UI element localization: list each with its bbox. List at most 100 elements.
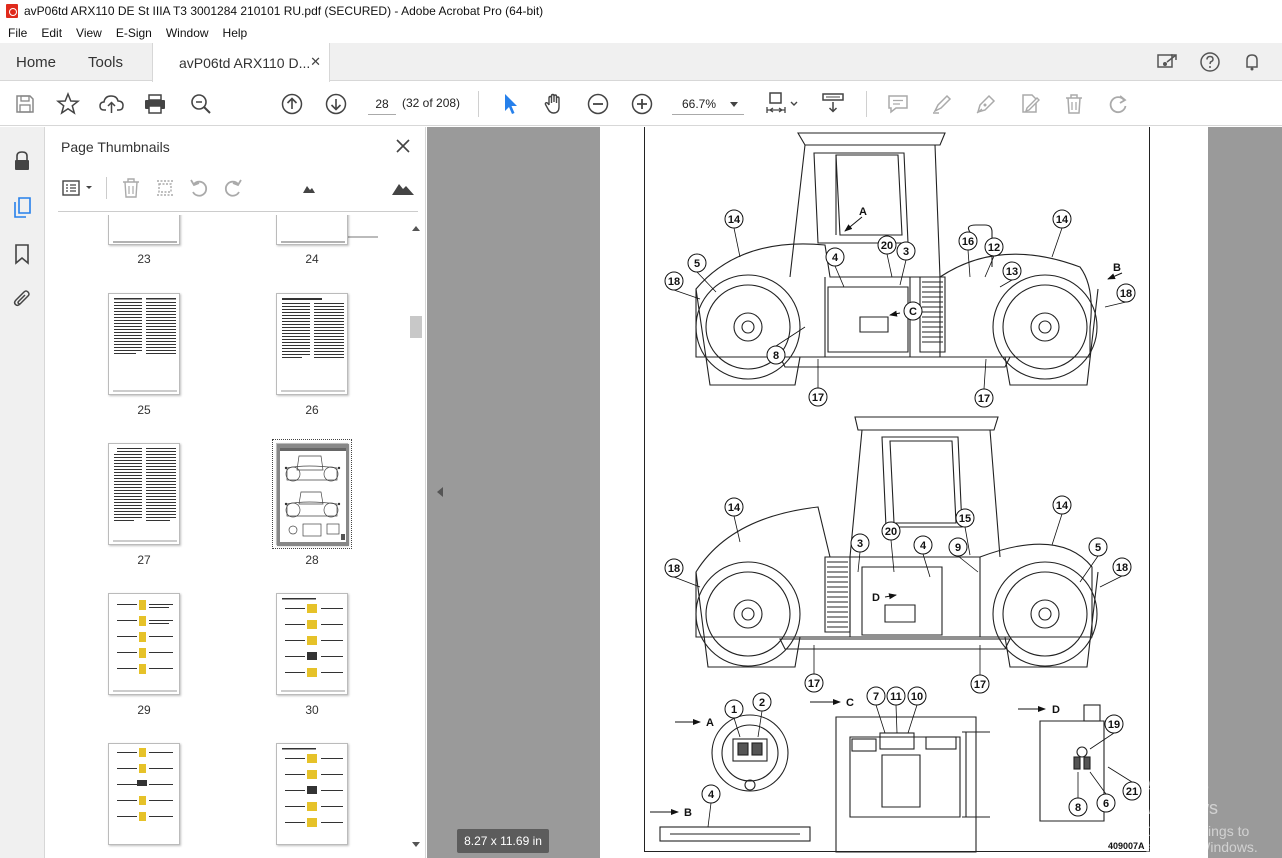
callout-label: 1 xyxy=(731,704,737,716)
callout-label: 10 xyxy=(911,691,923,703)
zoom-level-select[interactable]: 66.7% xyxy=(672,93,744,115)
collapse-panel-icon[interactable] xyxy=(437,487,443,497)
view-label: D xyxy=(1052,704,1060,716)
callout-label: 18 xyxy=(1116,562,1128,574)
window-titlebar: avP06td ARX110 DE St IIIA T3 3001284 210… xyxy=(0,0,1282,22)
thumbnail-scrollbar[interactable] xyxy=(408,218,424,858)
tab-close-icon[interactable]: ✕ xyxy=(310,54,321,69)
thumbnail-page[interactable] xyxy=(108,293,180,395)
menu-help[interactable]: Help xyxy=(222,25,248,40)
zoom-search-icon[interactable] xyxy=(188,91,214,117)
thumbnail-page[interactable] xyxy=(276,593,348,695)
share-screen-icon[interactable] xyxy=(1156,51,1180,73)
callout-label: D xyxy=(872,592,880,604)
callout-label: 6 xyxy=(1103,798,1109,810)
diagram-code: 409007A xyxy=(1108,841,1145,851)
acrobat-icon xyxy=(6,4,18,18)
scrollbar-thumb[interactable] xyxy=(410,316,422,338)
comment-icon[interactable] xyxy=(885,91,911,117)
bookmark-star-icon[interactable] xyxy=(55,91,81,117)
menu-esign[interactable]: E-Sign xyxy=(115,25,152,40)
navigation-rail xyxy=(0,127,45,858)
small-thumbnail-icon[interactable] xyxy=(296,175,322,201)
previous-page-icon[interactable] xyxy=(279,91,305,117)
panel-close-icon[interactable] xyxy=(394,137,412,155)
callout-label: 3 xyxy=(903,246,909,258)
scroll-up-icon[interactable] xyxy=(412,226,420,231)
tab-document[interactable]: avP06td ARX110 D... ✕ xyxy=(152,43,330,82)
thumbnail-page[interactable] xyxy=(108,443,180,545)
hand-tool-icon[interactable] xyxy=(541,91,567,117)
thumbnail-size-slider-track[interactable] xyxy=(338,236,378,238)
tab-tools[interactable]: Tools xyxy=(88,53,124,71)
attachments-icon[interactable] xyxy=(10,287,34,311)
menu-file[interactable]: File xyxy=(8,25,28,40)
callout-label: C xyxy=(909,306,917,318)
save-icon[interactable] xyxy=(12,91,38,117)
page-size-badge: 8.27 x 11.69 in xyxy=(457,829,549,853)
notifications-icon[interactable] xyxy=(1240,51,1264,73)
thumbnail-page[interactable] xyxy=(108,215,180,245)
zoom-out-icon[interactable] xyxy=(585,91,611,117)
next-page-icon[interactable] xyxy=(323,91,349,117)
help-icon[interactable] xyxy=(1198,51,1222,73)
page-thumbnails-icon[interactable] xyxy=(10,195,34,219)
callout-label: 21 xyxy=(1126,786,1138,798)
page-count-label: (32 of 208) xyxy=(402,96,461,110)
scroll-mode-icon[interactable] xyxy=(820,91,846,117)
page-number-input[interactable] xyxy=(368,93,396,115)
thumbnail-page[interactable] xyxy=(108,743,180,845)
thumbnail-page[interactable] xyxy=(276,743,348,845)
thumbnail-page[interactable] xyxy=(276,215,348,245)
fit-page-icon[interactable] xyxy=(764,91,802,117)
menu-window[interactable]: Window xyxy=(165,25,209,40)
toolbar-divider xyxy=(866,91,867,117)
thumbnail-label: 23 xyxy=(137,252,151,266)
callout-label: 9 xyxy=(955,542,961,554)
document-view[interactable]: 14 A 14 20 3 16 12 4 5 13 B 18 18 C 8 17… xyxy=(427,127,1282,858)
options-menu-icon[interactable] xyxy=(60,175,96,201)
stamp-icon[interactable] xyxy=(1017,91,1043,117)
machine-diagram: 14 A 14 20 3 16 12 4 5 13 B 18 18 C 8 17… xyxy=(650,132,1142,853)
large-thumbnail-icon[interactable] xyxy=(390,175,416,201)
select-cursor-icon[interactable] xyxy=(497,91,523,117)
callout-label: 14 xyxy=(1056,500,1069,512)
callout-label: 2 xyxy=(759,697,765,709)
callout-label: B xyxy=(1113,262,1121,274)
callout-label: 14 xyxy=(728,502,741,514)
callout-label: 20 xyxy=(881,240,893,252)
thumbnail-page-current[interactable] xyxy=(272,439,352,549)
upload-cloud-icon[interactable] xyxy=(99,91,125,117)
callout-label: 8 xyxy=(1075,802,1081,814)
bookmarks-icon[interactable] xyxy=(10,242,34,266)
crop-page-icon[interactable] xyxy=(152,175,178,201)
menu-edit[interactable]: Edit xyxy=(41,25,63,40)
page-thumbnails-panel: Page Thumbnails xyxy=(46,127,426,858)
thumbnail-label: 27 xyxy=(137,553,151,567)
rotate-clockwise-icon[interactable] xyxy=(220,175,246,201)
callout-label: A xyxy=(859,206,867,218)
zoom-in-icon[interactable] xyxy=(629,91,655,117)
thumbnail-label: 29 xyxy=(137,703,151,717)
tab-home[interactable]: Home xyxy=(16,53,57,71)
rotate-counterclockwise-icon[interactable] xyxy=(186,175,212,201)
print-icon[interactable] xyxy=(142,91,168,117)
panel-divider xyxy=(58,211,418,212)
delete-page-icon[interactable] xyxy=(118,175,144,201)
thumbnail-page[interactable] xyxy=(276,293,348,395)
highlight-pen-icon[interactable] xyxy=(929,91,955,117)
callout-label: 4 xyxy=(920,540,927,552)
menu-view[interactable]: View xyxy=(76,25,102,40)
delete-icon[interactable] xyxy=(1061,91,1087,117)
redo-icon[interactable] xyxy=(1105,91,1131,117)
zoom-level-value: 66.7% xyxy=(682,97,717,111)
callout-label: 11 xyxy=(890,691,902,703)
callout-label: 12 xyxy=(988,242,1000,254)
scroll-down-icon[interactable] xyxy=(412,842,420,847)
panel-divider xyxy=(106,177,107,199)
callout-label: 3 xyxy=(857,538,863,550)
lock-icon[interactable] xyxy=(10,149,34,173)
thumbnail-list: 23 24 25 26 27 28 29 30 xyxy=(58,215,412,858)
thumbnail-page[interactable] xyxy=(108,593,180,695)
draw-pen-icon[interactable] xyxy=(973,91,999,117)
